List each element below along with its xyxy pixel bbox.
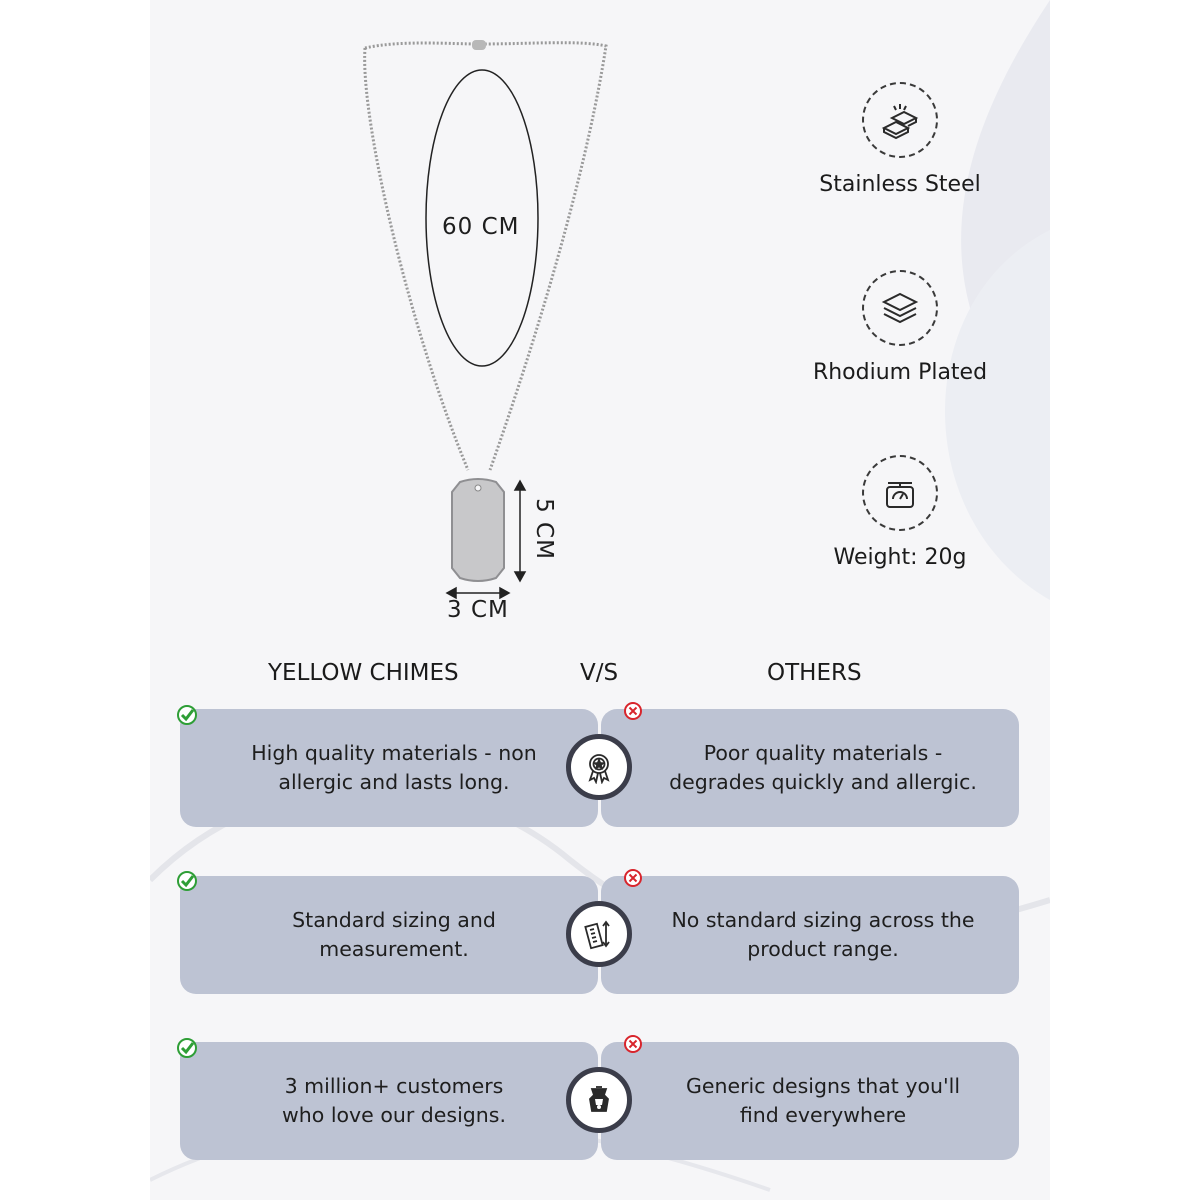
feature-stainless-steel: Stainless Steel — [770, 82, 1030, 197]
others-card: No standard sizing across the product ra… — [601, 876, 1019, 994]
others-card: Poor quality materials - degrades quickl… — [601, 709, 1019, 827]
width-arrow — [445, 586, 511, 600]
ours-card: 3 million+ customers who love our design… — [180, 1042, 598, 1160]
others-line: Generic designs that you'll — [685, 1074, 961, 1098]
necklace-chain — [363, 41, 608, 471]
ours-line: allergic and lasts long. — [278, 770, 510, 794]
ours-line: measurement. — [319, 937, 469, 961]
others-heading: OTHERS — [767, 660, 862, 686]
cross-icon — [624, 869, 642, 887]
others-card: Generic designs that you'll find everywh… — [601, 1042, 1019, 1160]
weighing-scale-icon — [862, 455, 938, 531]
ruler-measure-icon — [566, 901, 632, 967]
ours-line: High quality materials - non — [251, 741, 537, 765]
others-line: No standard sizing across the — [671, 908, 975, 932]
layers-icon — [862, 270, 938, 346]
chain-length-label: 60 CM — [442, 214, 520, 240]
yellow-chimes-heading: YELLOW CHIMES — [268, 660, 459, 686]
others-line: product range. — [747, 937, 899, 961]
ours-card: Standard sizing and measurement. — [180, 876, 598, 994]
feature-rhodium-plated: Rhodium Plated — [770, 270, 1030, 385]
customer-jewelry-icon — [566, 1067, 632, 1133]
height-arrow — [513, 479, 527, 583]
pendant-height-label: 5 CM — [530, 498, 557, 560]
feature-label: Rhodium Plated — [812, 360, 988, 385]
background-swirl — [150, 0, 1050, 1192]
check-icon — [177, 1038, 197, 1058]
feature-label: Weight: 20g — [833, 545, 967, 570]
cross-icon — [624, 702, 642, 720]
ours-line: 3 million+ customers — [284, 1074, 504, 1098]
quality-badge-icon — [566, 734, 632, 800]
feature-label: Stainless Steel — [819, 172, 981, 197]
necklace-illustration — [363, 40, 608, 600]
vs-heading: V/S — [580, 660, 619, 686]
check-icon — [177, 871, 197, 891]
cross-icon — [624, 1035, 642, 1053]
others-line: degrades quickly and allergic. — [669, 770, 977, 794]
check-icon — [177, 705, 197, 725]
dog-tag-pendant — [451, 478, 505, 582]
feature-weight: Weight: 20g — [770, 455, 1030, 570]
chain-clasp — [472, 40, 486, 50]
ours-card: High quality materials - non allergic an… — [180, 709, 598, 827]
others-line: find everywhere — [739, 1103, 907, 1127]
metal-bars-icon — [862, 82, 938, 158]
chain-length-ellipse — [425, 69, 539, 367]
pendant-width-label: 3 CM — [447, 597, 509, 623]
product-infographic: 60 CM 5 CM 3 CM Stainless Steel Rhodium … — [150, 0, 1050, 1200]
ours-line: Standard sizing and — [292, 908, 496, 932]
ours-line: who love our designs. — [282, 1103, 506, 1127]
others-line: Poor quality materials - — [703, 741, 943, 765]
